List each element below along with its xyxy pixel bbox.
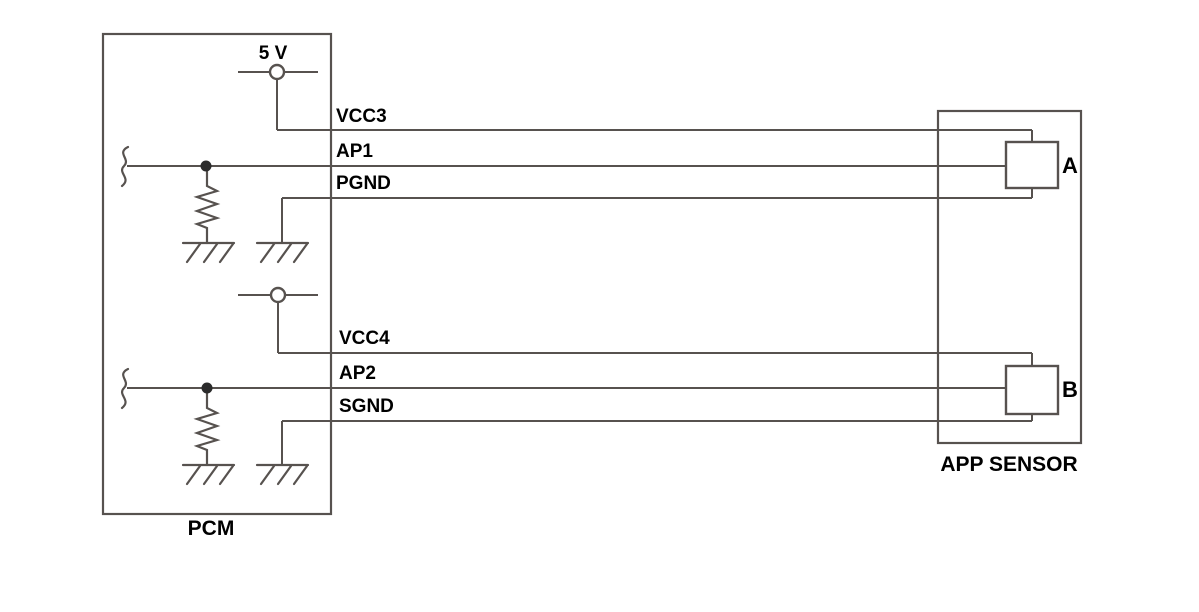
ground-symbol bbox=[181, 463, 236, 486]
supply-terminal-icon bbox=[269, 286, 287, 304]
ground-symbol bbox=[255, 241, 310, 264]
wire-break-symbol bbox=[120, 367, 130, 410]
connector-label-a: A bbox=[1062, 153, 1078, 178]
wire-break-symbol bbox=[120, 145, 130, 188]
resistor-symbol bbox=[193, 386, 221, 467]
channel-1 bbox=[120, 63, 1033, 264]
pin-label-ap2: AP2 bbox=[339, 363, 376, 384]
connector-pad-b bbox=[1004, 364, 1060, 416]
resistor-symbol bbox=[193, 164, 221, 245]
pcm-label: PCM bbox=[188, 517, 235, 540]
pcm-box bbox=[101, 32, 333, 516]
supply-voltage-label: 5 V bbox=[259, 43, 288, 64]
pin-label-sgnd: SGND bbox=[339, 396, 394, 417]
supply-terminal-icon bbox=[268, 63, 286, 81]
connector-pad-a bbox=[1004, 140, 1060, 190]
pin-label-vcc4: VCC4 bbox=[339, 328, 390, 349]
connector-label-b: B bbox=[1062, 377, 1078, 402]
channel-2 bbox=[120, 286, 1033, 486]
pin-label-vcc3: VCC3 bbox=[336, 106, 387, 127]
app-sensor-label: APP SENSOR bbox=[940, 453, 1077, 476]
ground-symbol bbox=[181, 241, 236, 264]
junction-dot bbox=[201, 382, 213, 394]
pin-label-ap1: AP1 bbox=[336, 141, 373, 162]
app-sensor-box bbox=[936, 109, 1083, 445]
junction-dot bbox=[200, 160, 212, 172]
ground-symbol bbox=[255, 463, 310, 486]
pin-label-pgnd: PGND bbox=[336, 173, 391, 194]
